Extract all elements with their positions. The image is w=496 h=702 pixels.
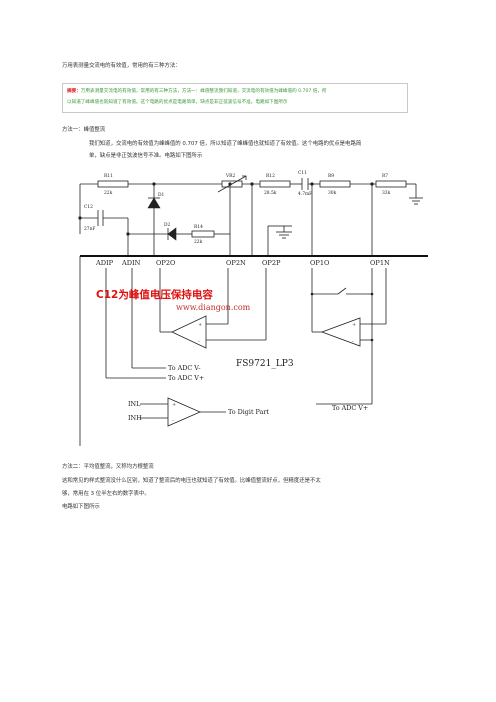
op2-plus-sign: + — [198, 322, 202, 328]
pin-op2p: OP2P — [262, 259, 281, 267]
chip-name: FS9721_LP3 — [236, 359, 294, 369]
op3-minus-sign: - — [172, 418, 174, 424]
r12-label: R12 — [266, 174, 275, 179]
r7-label: R7 — [382, 174, 388, 179]
summary-box: 摘要：万用表测量交流电的有效值，常用的有三种方法，方法一：峰值整流我们知道，交流… — [62, 83, 408, 113]
c11-value: 4.7mF — [298, 192, 312, 197]
method2-line-2: 够，常用在 3 位半左右的数字表中。 — [62, 491, 150, 497]
pin-op1n: OP1N — [370, 259, 390, 267]
r11-label: R11 — [104, 174, 113, 179]
method2-line-1: 这和常见的样式整流没什么区别，知道了整流后的电压也就知道了有效值。比峰值整流好点… — [62, 478, 321, 484]
d2-label: D2 — [164, 223, 171, 228]
pin-adip: ADIP — [95, 259, 114, 267]
site-watermark: www.diangon.com — [176, 303, 251, 312]
op1-minus-sign: - — [352, 339, 354, 345]
pin-op2o: OP2O — [156, 259, 176, 267]
r14-label: R14 — [194, 225, 203, 230]
r9-value: 30k — [328, 191, 337, 196]
d1-label: D1 — [158, 193, 165, 198]
circuit-diagram: R11 22k VR2 R12 28.5k C11 4.7mF R9 30k R… — [78, 171, 428, 446]
pin-adin: ADIN — [121, 259, 141, 267]
summary-line-2: 以知道了峰峰值也就知道了有效值。这个电路的优点是电路简单，缺点是非正弦波信号不准… — [67, 100, 288, 105]
peak-capacitor-caption: C12为峰值电压保持电容 — [96, 288, 213, 301]
r9-label: R9 — [328, 174, 334, 179]
inh-label: INH — [128, 414, 142, 422]
adc-positive-right-label: To ADC V+ — [332, 404, 368, 412]
summary-line-1-text: 万用表测量交流电的有效值，常用的有三种方法，方法一：峰值整流我们知道，交流电的有… — [80, 89, 327, 94]
inl-label: INL — [128, 400, 141, 408]
method2-line-3: 电路如下图所示 — [62, 504, 100, 510]
r12-value: 28.5k — [264, 191, 277, 196]
c12-label: C12 — [84, 205, 93, 210]
r11-value: 22k — [104, 191, 113, 196]
summary-label: 摘要： — [67, 89, 81, 94]
pin-op2n: OP2N — [226, 259, 246, 267]
op1-plus-sign: + — [352, 322, 356, 328]
c12-value: 27nF — [84, 227, 95, 232]
c11-label: C11 — [298, 171, 307, 176]
r7-value: 33k — [382, 191, 391, 196]
method1-paragraph-line-2: 单，缺点是非正弦波信号不准。电路如下图所示 — [89, 153, 203, 159]
op3-plus-sign: + — [172, 402, 176, 408]
digit-part-label: To Digit Part — [228, 408, 269, 416]
pin-op1o: OP1O — [310, 259, 330, 267]
method1-heading: 方法一：峰值整流 — [62, 127, 106, 133]
method2-heading: 方法二：平均值整流，又称均方根整流 — [62, 464, 154, 470]
vr2-label: VR2 — [225, 174, 235, 179]
adc-negative-label: To ADC V- — [168, 364, 201, 372]
op2-minus-sign: - — [198, 339, 200, 345]
intro-text: 万用表测量交流电的有效值，常用的有三种方法： — [62, 63, 181, 69]
method1-paragraph-line-1: 我们知道，交流电的有效值为峰峰值的 0.707 倍，所以知道了峰峰值也就知道了有… — [89, 141, 362, 147]
adc-positive-label: To ADC V+ — [168, 374, 204, 382]
summary-line-1: 摘要：万用表测量交流电的有效值，常用的有三种方法，方法一：峰值整流我们知道，交流… — [67, 89, 327, 95]
r14-value: 22k — [194, 240, 203, 245]
